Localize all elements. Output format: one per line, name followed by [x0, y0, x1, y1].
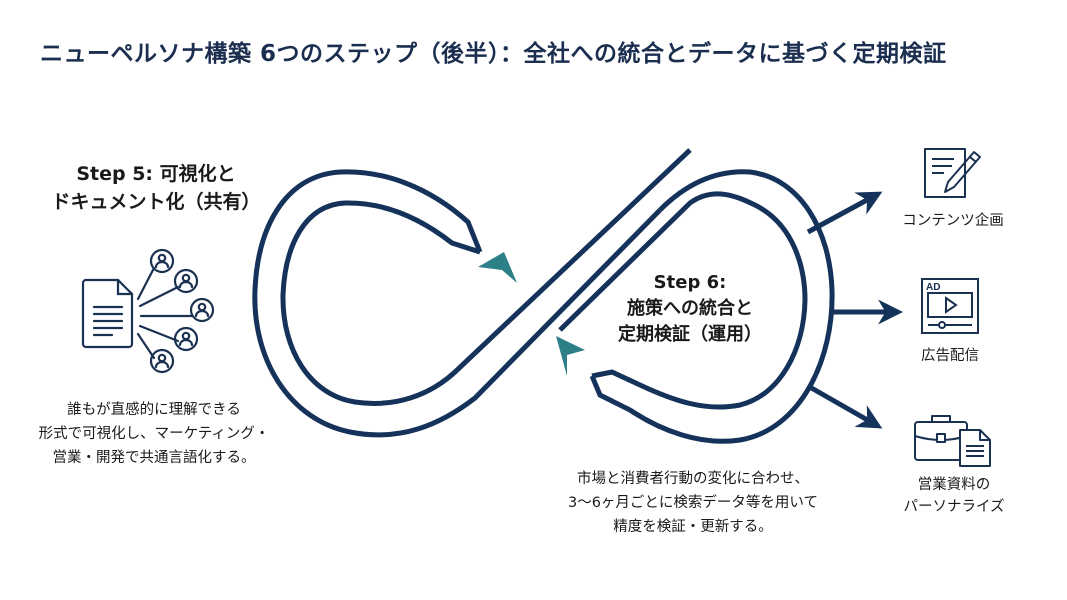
right-loop-inner-band	[558, 191, 808, 410]
step6-description: 市場と消費者行動の変化に合わせ、 3〜6ヶ月ごとに検索データ等を用いて 精度を検…	[548, 467, 838, 539]
step5-heading-line: Step 5: 可視化と	[76, 163, 236, 185]
step5-description-line: 営業・開発で共通言語化する。	[52, 450, 256, 466]
step6-description-line: 精度を検証・更新する。	[613, 519, 773, 535]
output-label-ad: 広告配信	[880, 345, 1020, 367]
right-loop-outer-line	[589, 169, 835, 444]
step6-heading: Step 6: 施策への統合と 定期検証（運用）	[605, 270, 775, 348]
step5-description: 誰もが直感的に理解できる 形式で可視化し、マーケティング・ 営業・開発で共通言語…	[14, 398, 294, 470]
video-ad-icon: AD	[921, 278, 979, 334]
right-loop-inner-line	[690, 142, 790, 160]
output-label-line: 営業資料の	[917, 477, 991, 493]
step6-description-line: 市場と消費者行動の変化に合わせ、	[577, 471, 809, 487]
page-title: ニューペルソナ構築 6つのステップ（後半）：全社への統合とデータに基づく定期検証	[40, 41, 947, 67]
step5-heading: Step 5: 可視化と ドキュメント化（共有）	[36, 160, 276, 216]
ad-badge-text: AD	[926, 282, 940, 293]
document-share-network-icon	[81, 248, 215, 374]
step6-heading-line: 定期検証（運用）	[618, 324, 762, 345]
output-label-sales: 営業資料の パーソナライズ	[884, 474, 1024, 518]
step5-description-line: 形式で可視化し、マーケティング・	[38, 426, 270, 442]
output-label-line: コンテンツ企画	[902, 213, 1004, 229]
output-arrow-content	[806, 191, 883, 235]
output-label-line: 広告配信	[921, 348, 979, 364]
left-loop-inner-line	[280, 148, 692, 406]
output-arrow-sales	[806, 383, 883, 429]
step6-heading-line: Step 6:	[653, 272, 727, 293]
output-label-content: コンテンツ企画	[883, 210, 1023, 232]
step6-description-line: 3〜6ヶ月ごとに検索データ等を用いて	[567, 495, 818, 511]
output-label-line: パーソナライズ	[903, 499, 1005, 515]
teal-arrowhead-upper	[478, 252, 517, 283]
step6-heading-line: 施策への統合と	[627, 298, 753, 319]
document-pen-icon	[924, 148, 981, 198]
step5-heading-line: ドキュメント化（共有）	[51, 191, 261, 213]
briefcase-document-icon	[914, 415, 991, 467]
teal-arrowhead-lower	[556, 336, 585, 376]
step5-description-line: 誰もが直感的に理解できる	[67, 402, 241, 418]
left-loop-outer-line	[252, 169, 662, 438]
